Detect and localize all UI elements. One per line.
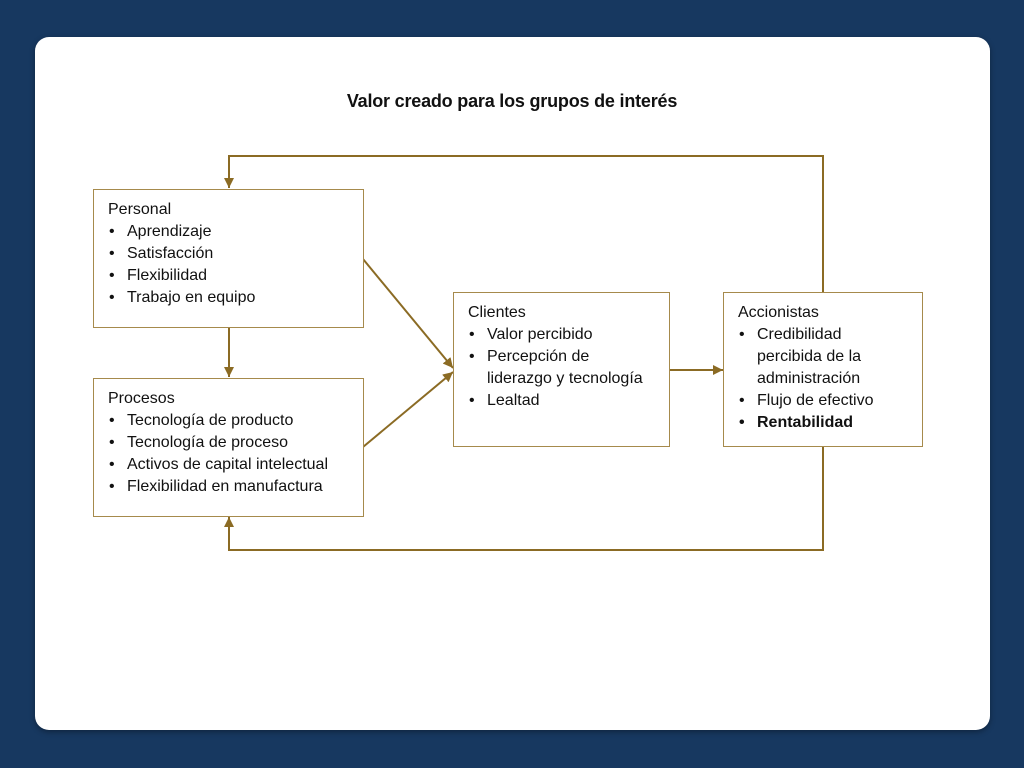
node-clientes-item: Percepción de liderazgo y tecnología bbox=[468, 346, 655, 390]
edge-accionistas-personal bbox=[224, 155, 824, 293]
diagram-title: Valor creado para los grupos de interés bbox=[346, 91, 678, 111]
node-procesos-item: Flexibilidad en manufactura bbox=[108, 476, 363, 498]
node-personal-item: Aprendizaje bbox=[108, 221, 363, 243]
node-accionistas-item: Flujo de efectivo bbox=[738, 390, 888, 412]
node-procesos-item: Activos de capital intelectual bbox=[108, 454, 363, 476]
node-personal-item: Flexibilidad bbox=[108, 265, 363, 287]
node-personal-item: Trabajo en equipo bbox=[108, 287, 363, 309]
node-personal-item: Satisfacción bbox=[108, 243, 363, 265]
node-clientes: Clientes Valor percibido Percepción de l… bbox=[453, 292, 670, 447]
node-personal-title: Personal bbox=[108, 201, 172, 218]
edge-accionistas-procesos bbox=[224, 447, 824, 551]
edge-procesos-clientes bbox=[362, 371, 454, 448]
node-accionistas: Accionistas Credibilidad percibida de la… bbox=[723, 292, 923, 447]
node-accionistas-item: Credibilidad percibida de la administrac… bbox=[738, 324, 888, 390]
node-accionistas-title: Accionistas bbox=[738, 304, 819, 321]
node-procesos-item: Tecnología de producto bbox=[108, 410, 363, 432]
node-clientes-title: Clientes bbox=[468, 304, 526, 321]
node-procesos-title: Procesos bbox=[108, 390, 175, 407]
node-clientes-item: Valor percibido bbox=[468, 324, 655, 346]
node-procesos-item: Tecnología de proceso bbox=[108, 432, 363, 454]
node-personal: Personal Aprendizaje Satisfacción Flexib… bbox=[93, 189, 364, 328]
node-clientes-item: Lealtad bbox=[468, 390, 655, 412]
edge-personal-clientes bbox=[362, 258, 454, 369]
node-procesos: Procesos Tecnología de producto Tecnolog… bbox=[93, 378, 364, 517]
node-accionistas-item-bold: Rentabilidad bbox=[738, 412, 888, 434]
